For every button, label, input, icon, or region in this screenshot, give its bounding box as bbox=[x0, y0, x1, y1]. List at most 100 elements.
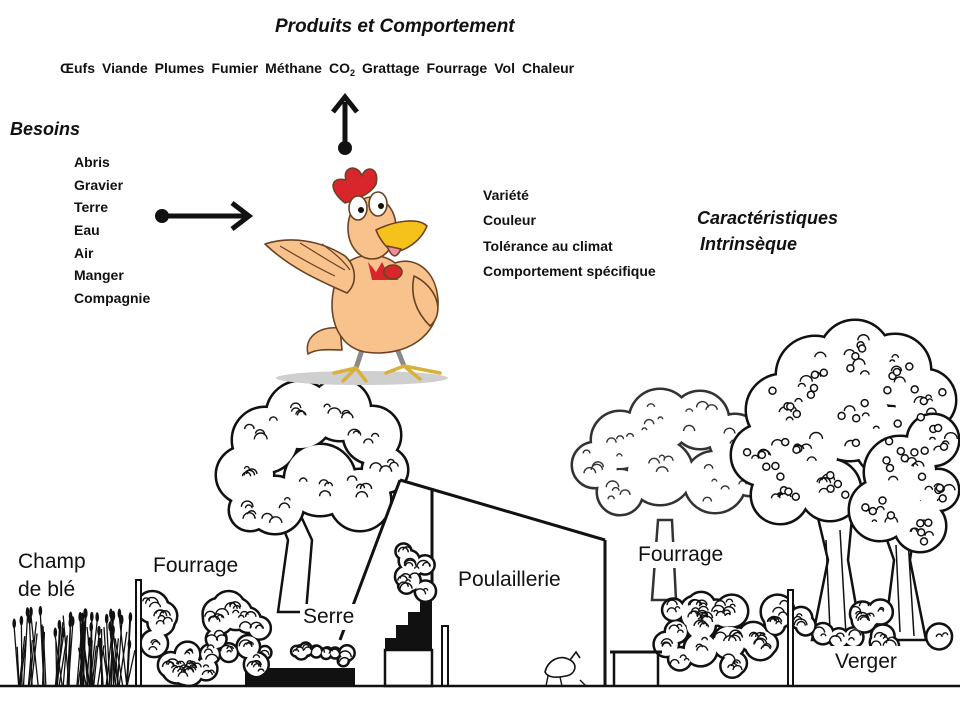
leaf-stroke bbox=[215, 607, 230, 616]
fruit bbox=[786, 402, 795, 411]
need-item: Compagnie bbox=[74, 290, 151, 307]
wheat-stalk bbox=[20, 624, 23, 687]
leaf-stroke bbox=[379, 465, 393, 472]
orchard-fruits bbox=[742, 340, 949, 546]
need-item: Air bbox=[74, 244, 94, 261]
leaf-stroke bbox=[754, 631, 766, 638]
leaf-stroke bbox=[205, 653, 219, 660]
product-item-co2: CO2 bbox=[329, 60, 355, 78]
lobe-fill bbox=[830, 629, 848, 647]
leaf-stroke bbox=[698, 602, 708, 607]
fruit bbox=[860, 398, 869, 408]
wheat-ear bbox=[95, 612, 99, 623]
lobe-fill bbox=[159, 653, 183, 677]
leaf-stroke bbox=[695, 643, 704, 648]
leaf-stroke bbox=[872, 425, 880, 429]
leaf-stroke bbox=[616, 435, 625, 440]
leaf-stroke bbox=[882, 639, 897, 646]
fruit bbox=[851, 351, 860, 361]
chicken-beak bbox=[375, 220, 428, 253]
leaf-stroke bbox=[750, 632, 759, 637]
leaf-stroke bbox=[685, 408, 694, 413]
leaf-stroke bbox=[768, 615, 780, 622]
chicken-wing-feathers bbox=[279, 242, 351, 277]
leaf-stroke bbox=[252, 654, 261, 659]
leaf-stroke bbox=[243, 465, 250, 470]
leaf-stroke bbox=[703, 463, 714, 469]
wheat-ear bbox=[61, 627, 66, 638]
leaf-stroke bbox=[207, 669, 215, 674]
leaf-stroke bbox=[816, 477, 828, 483]
wheat-ear bbox=[68, 617, 73, 628]
leaf-stroke bbox=[648, 457, 660, 464]
leaf-stroke bbox=[728, 629, 743, 637]
leaf-stroke bbox=[683, 657, 690, 661]
leaf-stroke bbox=[229, 601, 242, 608]
product-item: Fumier bbox=[211, 60, 259, 76]
fruit bbox=[861, 503, 870, 512]
wheat-stalk bbox=[89, 621, 98, 687]
leaf-stroke bbox=[239, 610, 249, 616]
fruit bbox=[868, 506, 878, 516]
greenhouse-lower-box bbox=[383, 648, 434, 688]
orchard-label-box bbox=[812, 646, 925, 680]
leaf-stroke bbox=[290, 402, 302, 409]
wheat-stalk bbox=[30, 633, 38, 687]
leaf-stroke bbox=[723, 427, 736, 434]
leaf-stroke bbox=[793, 618, 808, 626]
product-item: Méthane bbox=[265, 60, 322, 76]
leaf-stroke bbox=[208, 615, 221, 622]
right-arrow bbox=[155, 201, 254, 231]
wheat-ear bbox=[25, 607, 30, 618]
leaf-stroke bbox=[171, 664, 178, 669]
leaf-stroke bbox=[723, 635, 737, 642]
forage-right-label: Fourrage bbox=[635, 542, 727, 568]
hen-sketch bbox=[544, 656, 576, 678]
lobe-fill bbox=[230, 490, 270, 530]
henhouse-label: Poulaillerie bbox=[458, 568, 561, 591]
leaf-stroke bbox=[878, 606, 885, 610]
fruit bbox=[924, 518, 933, 527]
leaf-stroke bbox=[252, 662, 262, 668]
leaf-stroke bbox=[705, 404, 718, 410]
leaf-stroke bbox=[611, 486, 620, 491]
leaf-stroke bbox=[172, 665, 186, 673]
wheat-field-label-line1: Champ bbox=[18, 550, 86, 573]
lobe-fill bbox=[713, 626, 745, 658]
wheat-field-label-line2: de blé bbox=[18, 578, 76, 601]
leaf-stroke bbox=[775, 620, 782, 625]
lobe-fill bbox=[598, 470, 642, 514]
leaf-stroke bbox=[733, 661, 739, 664]
lobe-fill bbox=[850, 480, 910, 540]
wheat-stalk bbox=[112, 638, 120, 687]
leaf-stroke bbox=[413, 566, 420, 569]
leaf-stroke bbox=[347, 428, 362, 436]
lobe-fill bbox=[237, 636, 259, 658]
fruit bbox=[938, 388, 947, 397]
forage-left-label: Fourrage bbox=[150, 553, 242, 579]
leaf-stroke bbox=[820, 633, 827, 637]
leaf-stroke bbox=[760, 644, 772, 650]
fence-post bbox=[787, 589, 794, 687]
greenhouse-stairs bbox=[385, 600, 432, 650]
leaf-stroke bbox=[228, 601, 236, 605]
lobe-fill bbox=[630, 390, 690, 450]
leaf-stroke bbox=[646, 403, 656, 408]
leaf-stroke bbox=[338, 650, 352, 658]
leaf-stroke bbox=[370, 432, 380, 438]
products-list: Œufs Viande Plumes Fumier Méthane CO2 Gr… bbox=[60, 60, 574, 78]
leaf-stroke bbox=[626, 432, 635, 438]
leaf-stroke bbox=[691, 607, 700, 612]
wheat-stalk bbox=[27, 639, 33, 687]
product-item: Viande bbox=[102, 60, 148, 76]
bark-line bbox=[825, 529, 847, 636]
leaf-stroke bbox=[715, 610, 726, 617]
fruit bbox=[791, 492, 801, 501]
leaf-stroke bbox=[246, 510, 257, 515]
need-item: Manger bbox=[74, 267, 124, 284]
leaf-stroke bbox=[794, 397, 803, 403]
leaf-stroke bbox=[711, 478, 718, 482]
leaf-stroke bbox=[643, 418, 655, 425]
wheat-ear bbox=[57, 619, 62, 630]
wheat-ear bbox=[111, 610, 116, 621]
